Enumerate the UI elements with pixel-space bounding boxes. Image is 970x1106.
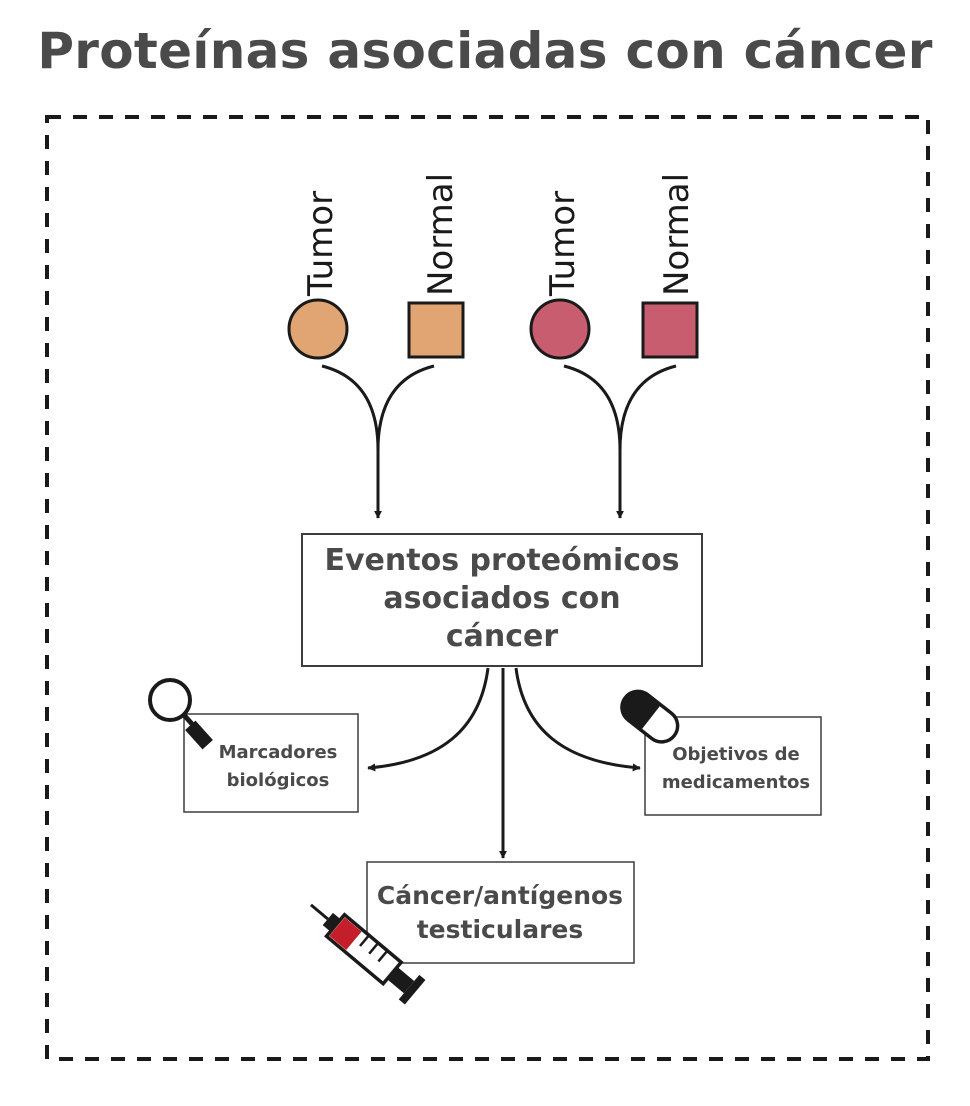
- antigens-line-2: testiculares: [417, 915, 584, 944]
- biomarkers-box: [183, 713, 359, 813]
- magnifier-icon: [148, 678, 213, 750]
- tumor-sample-circle-1: [287, 298, 349, 360]
- merge-curve-normal-2: [618, 364, 677, 451]
- events-box-line-3: cáncer: [446, 619, 559, 654]
- sample-label-normal-1: Normal: [421, 173, 461, 296]
- dashed-frame: [45, 115, 930, 1061]
- normal-sample-square-2: [641, 301, 699, 359]
- merge-curve-tumor-1: [321, 364, 380, 451]
- merge-curve-normal-1: [376, 364, 435, 451]
- antigens-line-1: Cáncer/antígenos: [377, 881, 623, 910]
- biomarkers-line-2: biológicos: [227, 770, 330, 791]
- sample-label-tumor-1: Tumor: [301, 191, 341, 297]
- arrow-to-biomarkers: [367, 667, 490, 772]
- merge-curve-tumor-2: [563, 364, 622, 451]
- arrow-to-drug-targets: [514, 667, 641, 772]
- sample-label-tumor-2: Tumor: [543, 191, 583, 297]
- pill-capsule-icon: [620, 689, 680, 744]
- sample-label-normal-2: Normal: [657, 173, 697, 296]
- drug-targets-line-2: medicamentos: [662, 772, 810, 793]
- events-box-line-2: asociados con: [383, 581, 620, 616]
- normal-sample-square-1: [407, 301, 465, 359]
- page-title: Proteínas asociadas con cáncer: [37, 22, 933, 80]
- drug-targets-line-1: Objetivos de: [672, 744, 800, 765]
- antigens-box: [366, 861, 635, 964]
- tumor-sample-circle-2: [529, 298, 591, 360]
- events-box-line-1: Eventos proteómicos: [325, 543, 680, 578]
- biomarkers-line-1: Marcadores: [219, 742, 338, 763]
- events-box: [301, 533, 703, 667]
- syringe-icon: [310, 903, 426, 1005]
